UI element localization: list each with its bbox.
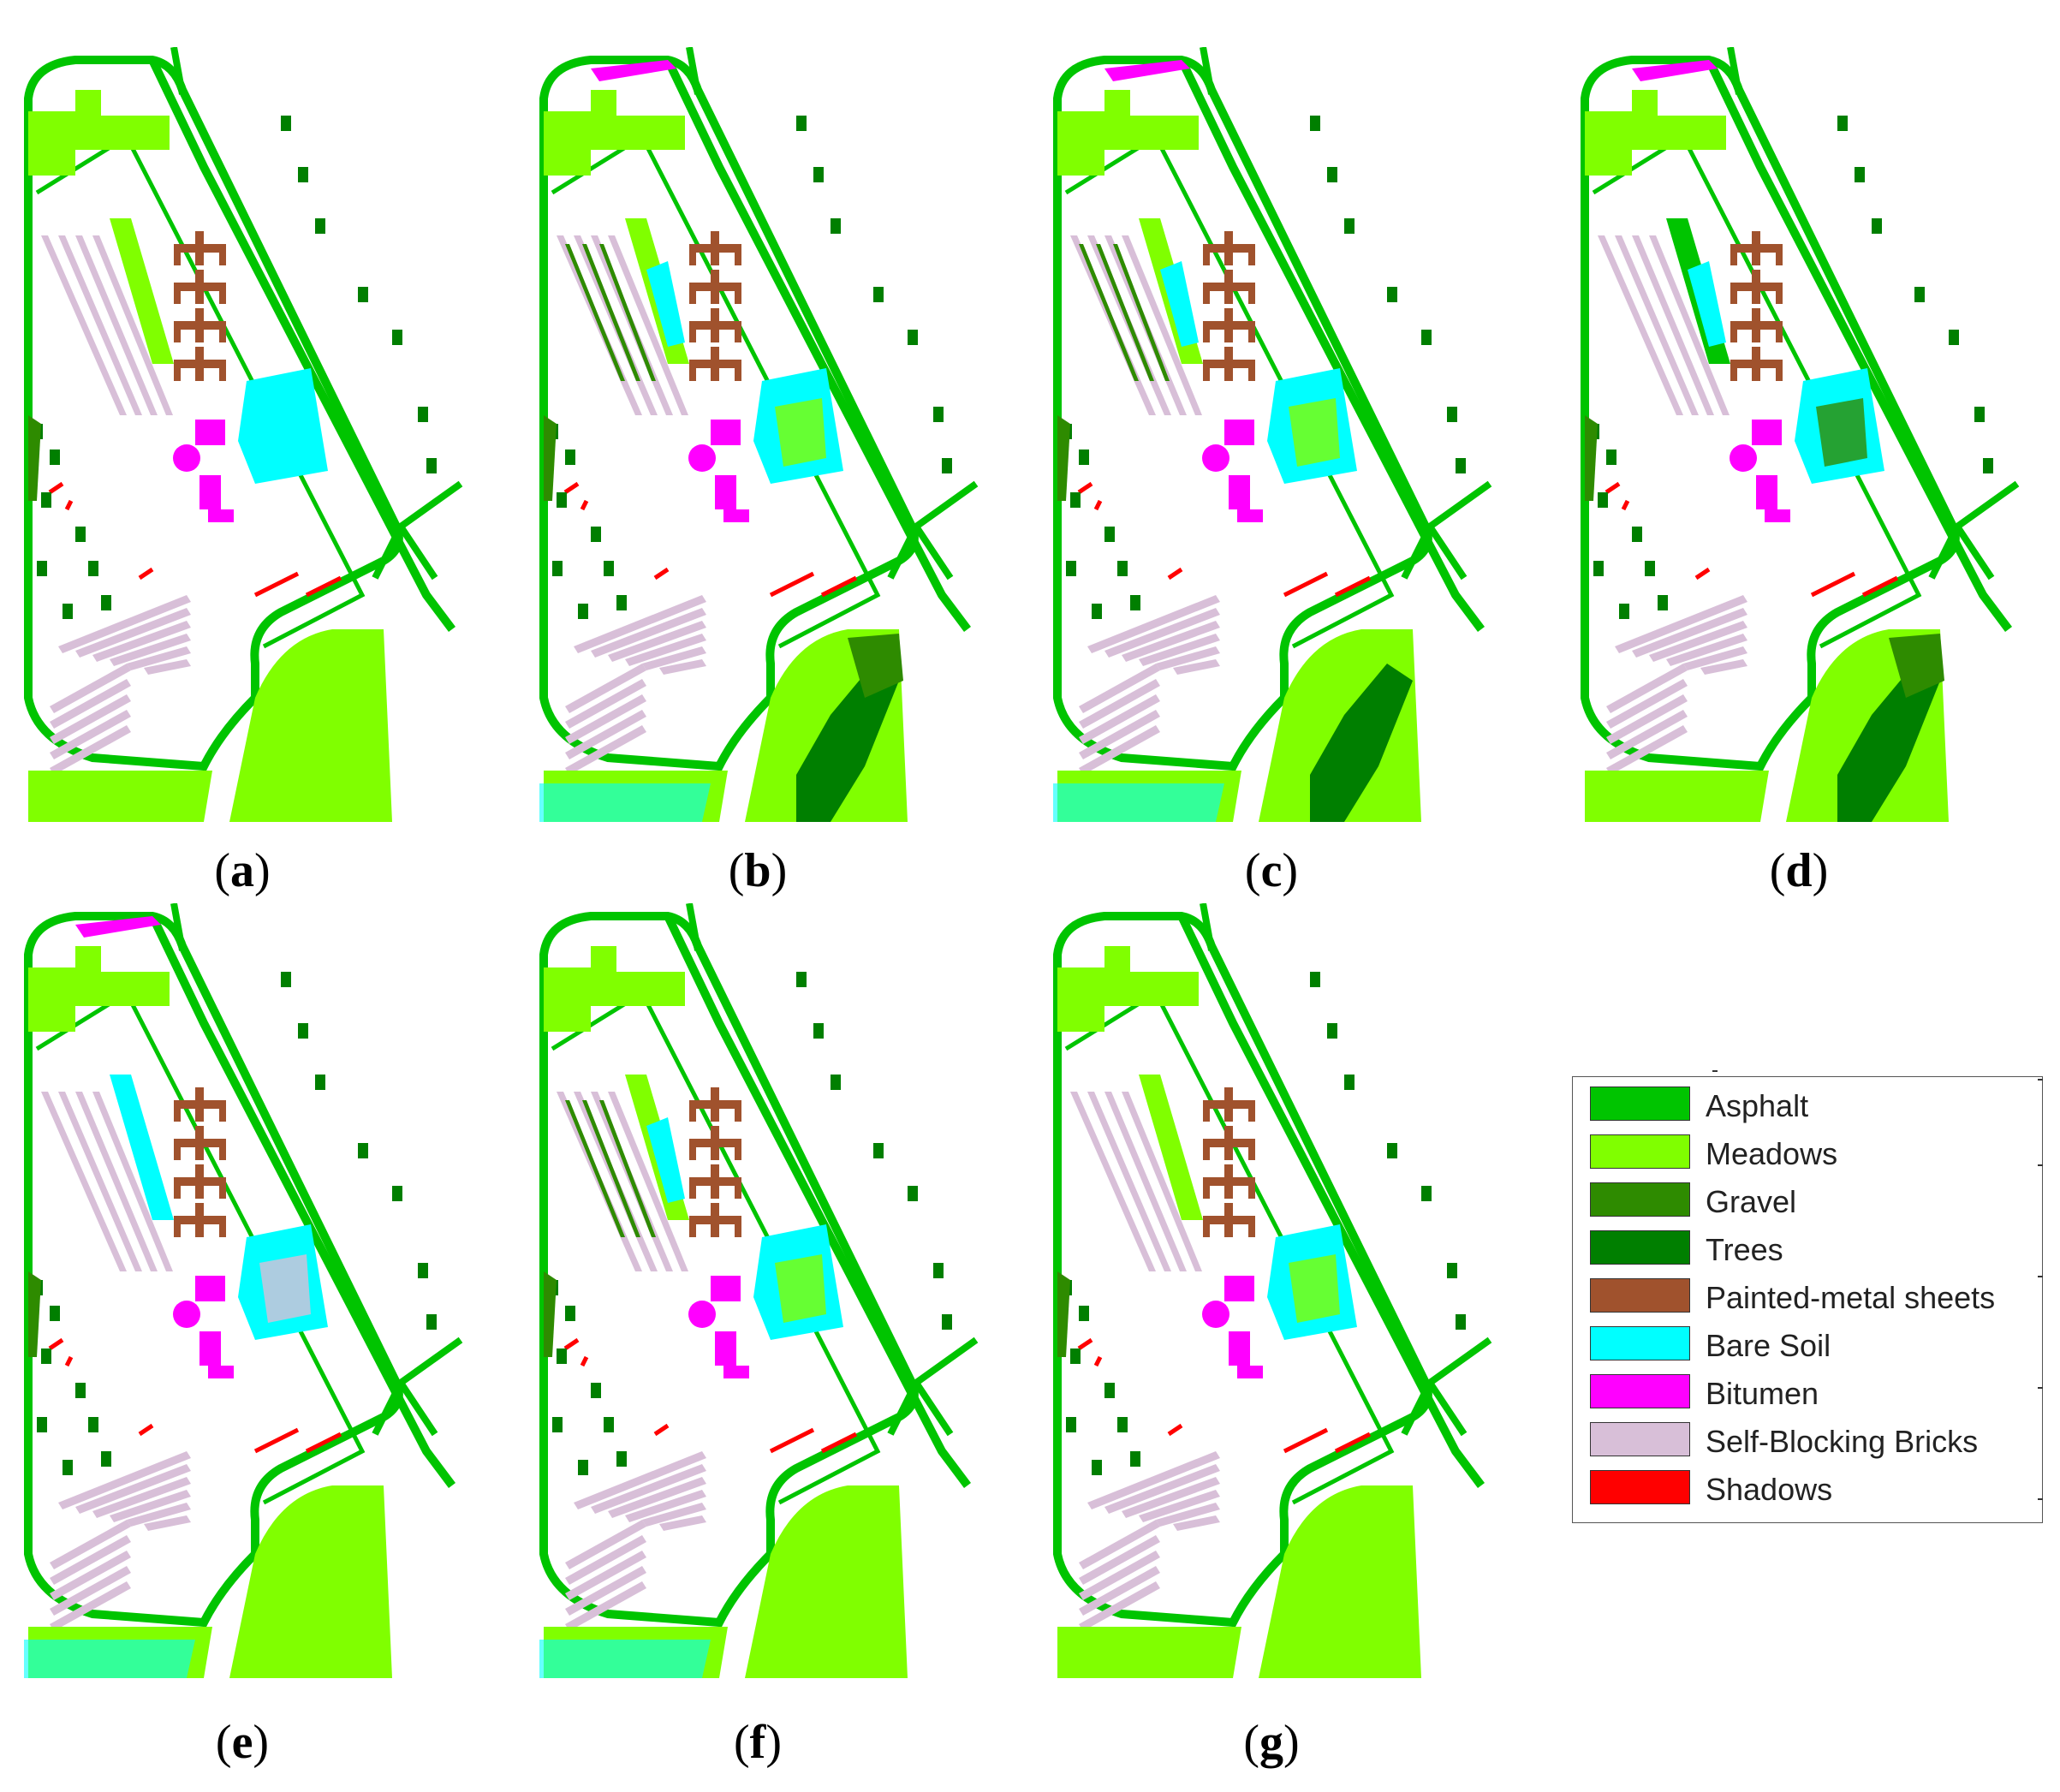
caption-g: (g) xyxy=(1243,1716,1300,1769)
legend-tick xyxy=(2038,1079,2043,1081)
map-canvas xyxy=(539,903,979,1678)
classification-map-a xyxy=(24,47,465,822)
legend-label: Shadows xyxy=(1706,1472,1833,1507)
legend-swatch xyxy=(1590,1134,1690,1169)
legend-item-asphalt: Asphalt xyxy=(1573,1087,2042,1124)
legend-item-bare-soil: Bare Soil xyxy=(1573,1326,2042,1364)
legend-swatch xyxy=(1590,1374,1690,1408)
legend-label: Painted-metal sheets xyxy=(1706,1280,1996,1315)
map-canvas xyxy=(539,47,979,822)
map-canvas xyxy=(24,47,463,822)
legend-label: Bare Soil xyxy=(1706,1328,1831,1363)
legend-tick xyxy=(2038,1276,2043,1277)
legend-label: Bitumen xyxy=(1706,1376,1819,1411)
classification-map-f xyxy=(539,903,980,1678)
legend-swatch xyxy=(1590,1087,1690,1121)
legend-item-shadows: Shadows xyxy=(1573,1470,2042,1508)
legend-swatch xyxy=(1590,1182,1690,1217)
classification-map-g xyxy=(1053,903,1494,1678)
legend-tick xyxy=(2038,1387,2043,1389)
map-canvas xyxy=(1053,47,1492,822)
legend-label: Meadows xyxy=(1706,1136,1838,1171)
legend-item-meadows: Meadows xyxy=(1573,1134,2042,1172)
map-canvas xyxy=(24,903,463,1678)
legend-swatch xyxy=(1590,1278,1690,1313)
legend: Asphalt Meadows Gravel Trees Painted-met… xyxy=(1572,1076,2043,1523)
legend-tick xyxy=(1712,1070,1718,1072)
legend-swatch xyxy=(1590,1230,1690,1265)
map-canvas xyxy=(1053,903,1492,1678)
legend-item-trees: Trees xyxy=(1573,1230,2042,1268)
legend-swatch xyxy=(1590,1326,1690,1360)
legend-label: Self-Blocking Bricks xyxy=(1706,1424,1979,1459)
caption-f: (f) xyxy=(734,1716,782,1769)
legend-label: Gravel xyxy=(1706,1184,1797,1219)
caption-e: (e) xyxy=(215,1716,270,1769)
legend-label: Asphalt xyxy=(1706,1088,1809,1123)
legend-swatch xyxy=(1590,1470,1690,1504)
classification-map-c xyxy=(1053,47,1494,822)
legend-item-bitumen: Bitumen xyxy=(1573,1374,2042,1412)
legend-item-gravel: Gravel xyxy=(1573,1182,2042,1220)
caption-d: (d) xyxy=(1769,844,1829,897)
legend-tick xyxy=(2038,1498,2043,1500)
legend-item-painted-metal-sheets: Painted-metal sheets xyxy=(1573,1278,2042,1316)
caption-c: (c) xyxy=(1244,844,1299,897)
legend-swatch xyxy=(1590,1422,1690,1456)
classification-map-e xyxy=(24,903,465,1678)
classification-map-b xyxy=(539,47,980,822)
legend-tick xyxy=(2038,1164,2043,1166)
legend-item-self-blocking-bricks: Self-Blocking Bricks xyxy=(1573,1422,2042,1460)
classification-map-d xyxy=(1581,47,2021,822)
legend-label: Trees xyxy=(1706,1232,1783,1267)
caption-b: (b) xyxy=(728,844,788,897)
map-canvas xyxy=(1581,47,2020,822)
caption-a: (a) xyxy=(214,844,271,897)
